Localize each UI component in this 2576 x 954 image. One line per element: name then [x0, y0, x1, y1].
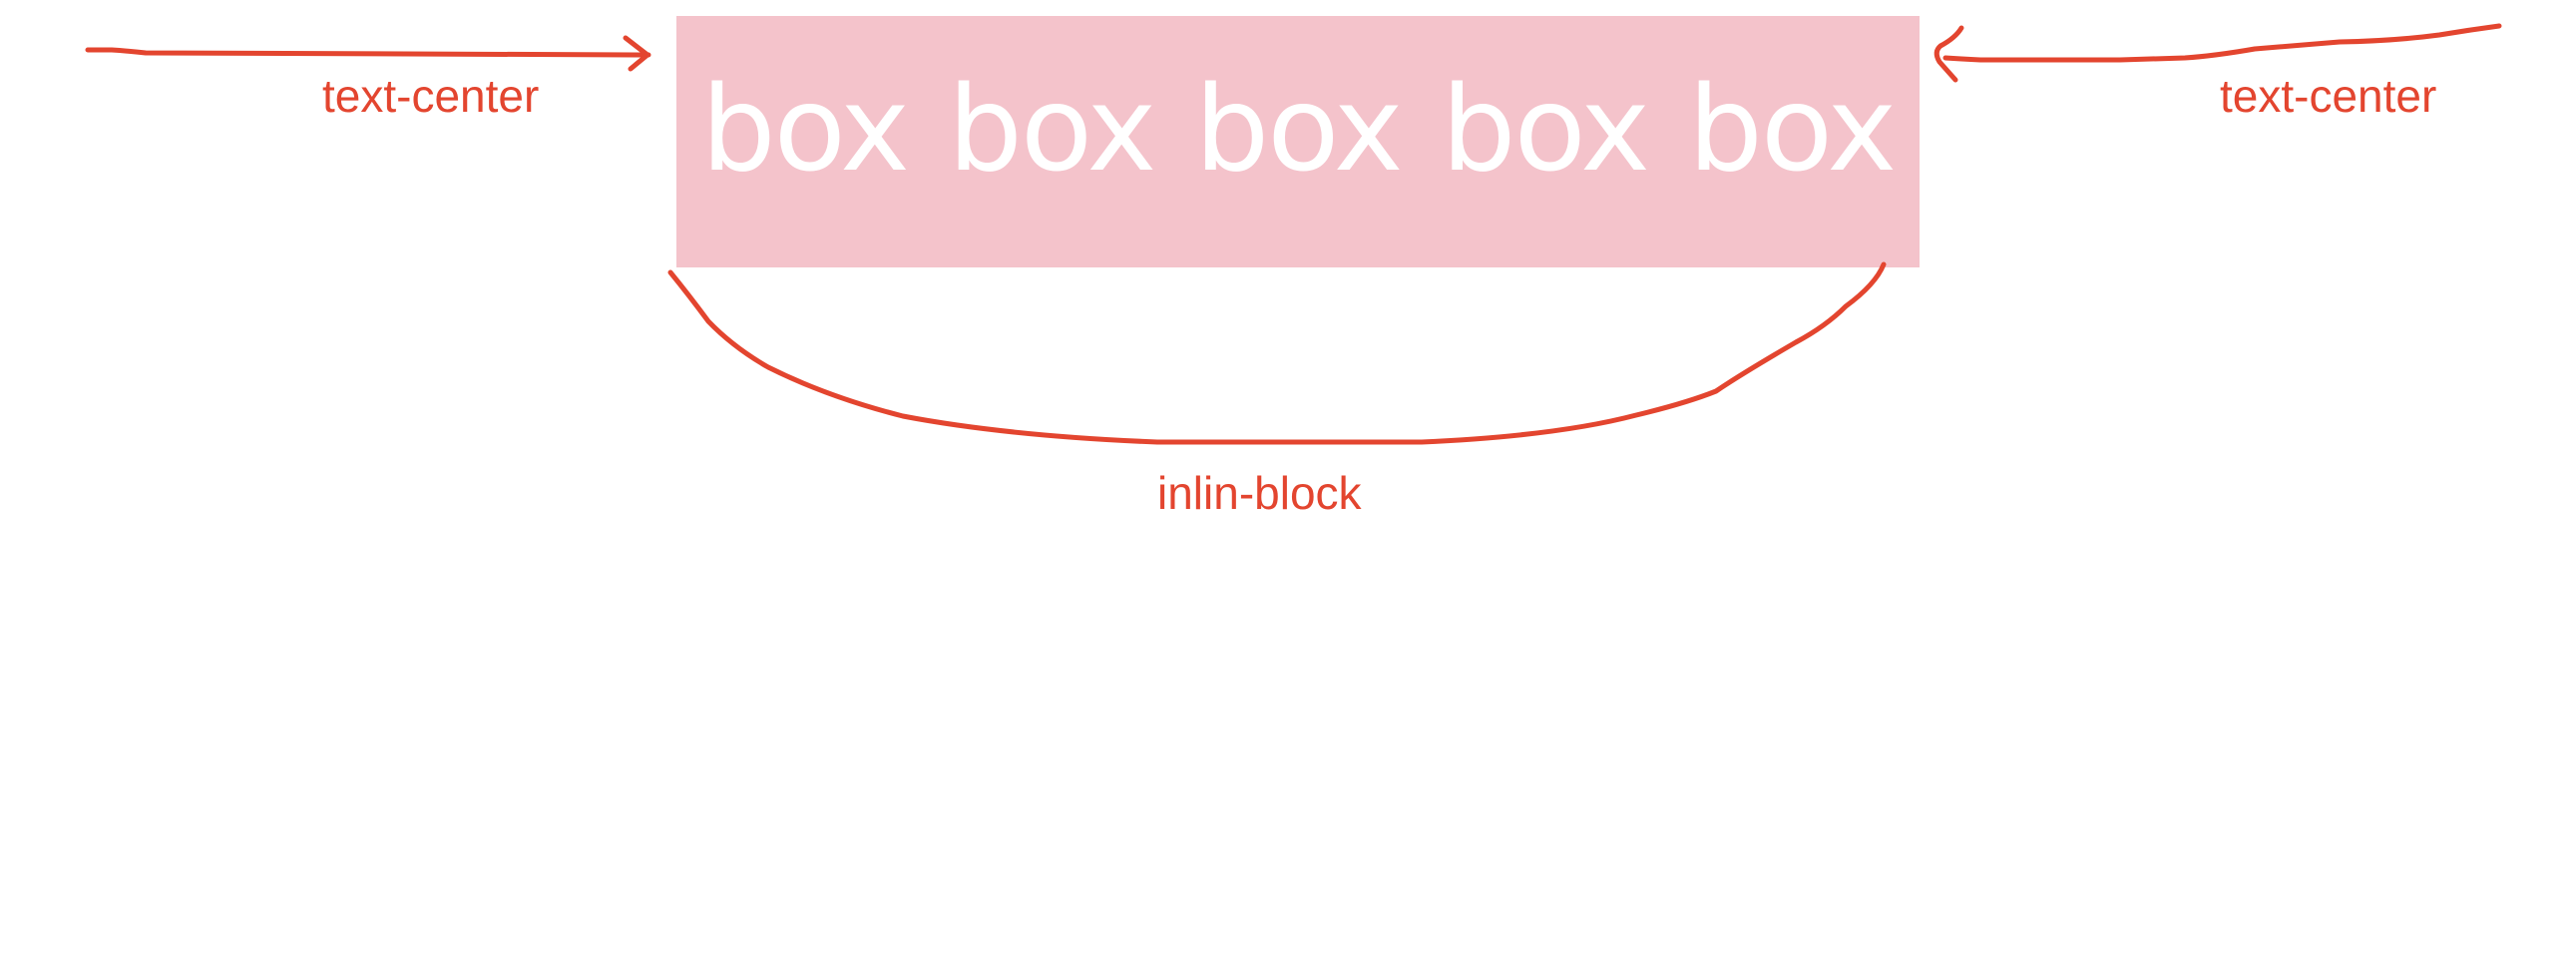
box-4: box	[1441, 60, 1650, 198]
left-arrow-head	[623, 35, 650, 72]
box-5: box	[1687, 60, 1897, 198]
left-arrow-line	[85, 47, 651, 58]
right-arrow-head	[1933, 25, 1964, 83]
box-1: box	[700, 60, 910, 198]
box-3: box	[1194, 60, 1403, 198]
right-arrow-line	[1942, 23, 2502, 63]
box-2: box	[948, 60, 1156, 198]
right-annotation-label: text-center	[2220, 70, 2437, 122]
left-annotation-label: text-center	[322, 70, 540, 122]
bottom-annotation-label: inlin-block	[1157, 467, 1362, 519]
bottom-brace	[667, 261, 1887, 445]
